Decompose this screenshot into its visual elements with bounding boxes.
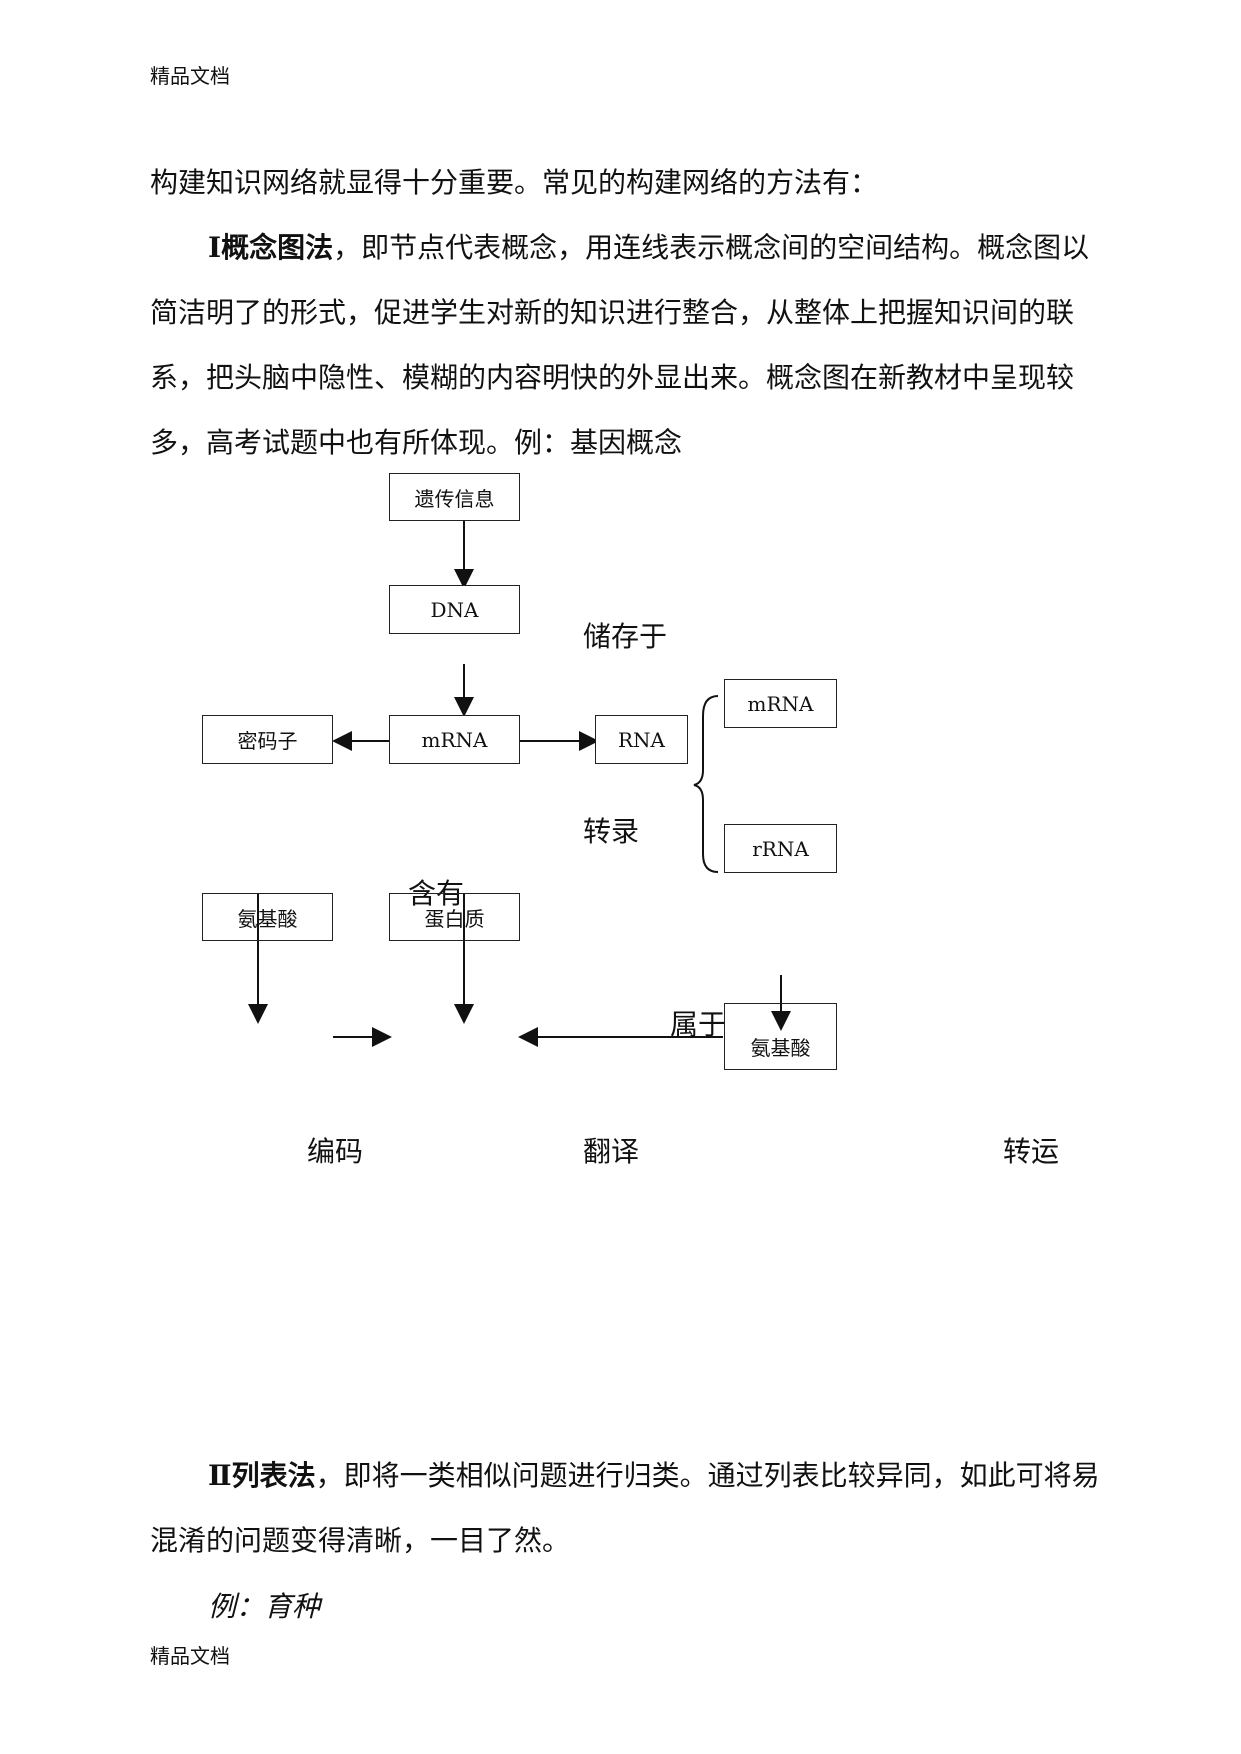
label-transcription: 转录: [583, 815, 640, 848]
label-stored-in: 储存于: [583, 620, 668, 653]
method2-text: ，即将一类相似问题进行归类。通过列表比较异同，如此可将易混淆的问题变得清晰，一目…: [150, 1459, 1100, 1557]
box-mrna-right: mRNA: [724, 679, 837, 728]
box-rrna: rRNA: [724, 824, 837, 873]
method2-title: Ⅱ列表法: [208, 1459, 316, 1492]
box-rna: RNA: [595, 715, 688, 764]
label-encode: 编码: [307, 1135, 364, 1168]
intro-paragraph: 构建知识网络就显得十分重要。常见的构建网络的方法有：: [150, 150, 1100, 215]
example-label: 例：育种: [208, 1590, 321, 1623]
box-genetic-info: 遗传信息: [389, 473, 520, 521]
box-codon: 密码子: [202, 715, 333, 764]
label-translate: 翻译: [583, 1135, 640, 1168]
page-footer: 精品文档: [150, 1644, 230, 1668]
box-protein: 蛋白质: [389, 893, 520, 941]
method1-title: Ⅰ概念图法: [208, 231, 334, 264]
method2-paragraph: Ⅱ列表法，即将一类相似问题进行归类。通过列表比较异同，如此可将易混淆的问题变得清…: [150, 1443, 1100, 1573]
box-mrna-center: mRNA: [389, 715, 520, 764]
brace-icon: [693, 695, 719, 873]
intro-line: 构建知识网络就显得十分重要。常见的构建网络的方法有：: [150, 166, 879, 199]
label-belongs-to: 属于: [670, 1008, 727, 1041]
label-transport: 转运: [1003, 1135, 1060, 1168]
method1-text: ，即节点代表概念，用连线表示概念间的空间结构。概念图以简洁明了的形式，促进学生对…: [150, 231, 1090, 459]
box-amino-right: 氨基酸: [724, 1003, 837, 1070]
page-header: 精品文档: [150, 64, 230, 88]
method1-paragraph: Ⅰ概念图法，即节点代表概念，用连线表示概念间的空间结构。概念图以简洁明了的形式，…: [150, 215, 1100, 475]
box-amino-left: 氨基酸: [202, 893, 333, 941]
box-dna: DNA: [389, 585, 520, 634]
